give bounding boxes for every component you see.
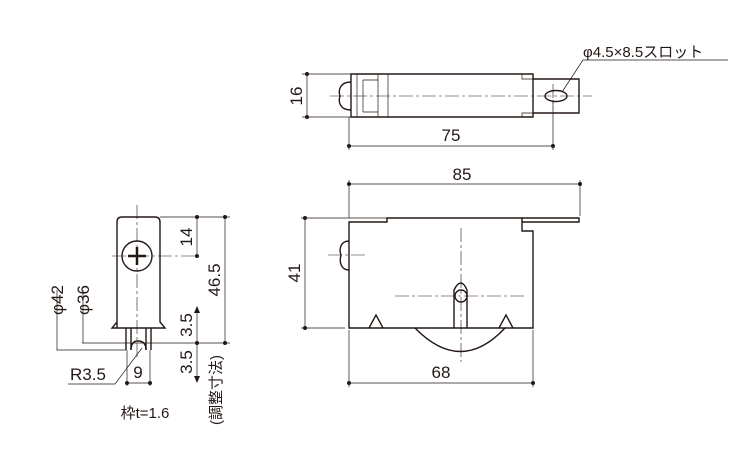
dim-9: 9 — [133, 363, 142, 382]
dim-phi36: φ36 — [74, 285, 93, 315]
dim-3-5-upper: 3.5 — [177, 313, 196, 337]
side-body — [116, 216, 167, 329]
front-view: 85 41 68 — [285, 165, 582, 387]
dim-85: 85 — [453, 165, 472, 184]
front-triangles — [368, 313, 514, 329]
dim-14: 14 — [177, 228, 196, 247]
top-view: 16 75 φ4.5×8.5スロット — [287, 44, 728, 150]
wheel-arc — [414, 327, 506, 353]
dim-r3-5: R3.5 — [70, 365, 106, 384]
frame-note: 枠t=1.6 — [121, 405, 170, 422]
front-plate — [522, 217, 580, 223]
adjust-note: (調整寸法) — [208, 355, 225, 425]
front-body — [348, 217, 534, 329]
dim-41: 41 — [285, 264, 304, 283]
dim-68: 68 — [432, 363, 451, 382]
dim-46-5: 46.5 — [205, 263, 224, 296]
slot-note: φ4.5×8.5スロット — [583, 44, 703, 61]
dim-16: 16 — [287, 87, 306, 106]
dim-phi42: φ42 — [48, 285, 67, 315]
dim-75: 75 — [442, 126, 461, 145]
dim-3-5-lower: 3.5 — [177, 350, 196, 374]
side-view: 14 46.5 3.5 3.5 (調整寸法) φ42 φ36 R3.5 9 枠t… — [48, 205, 230, 425]
